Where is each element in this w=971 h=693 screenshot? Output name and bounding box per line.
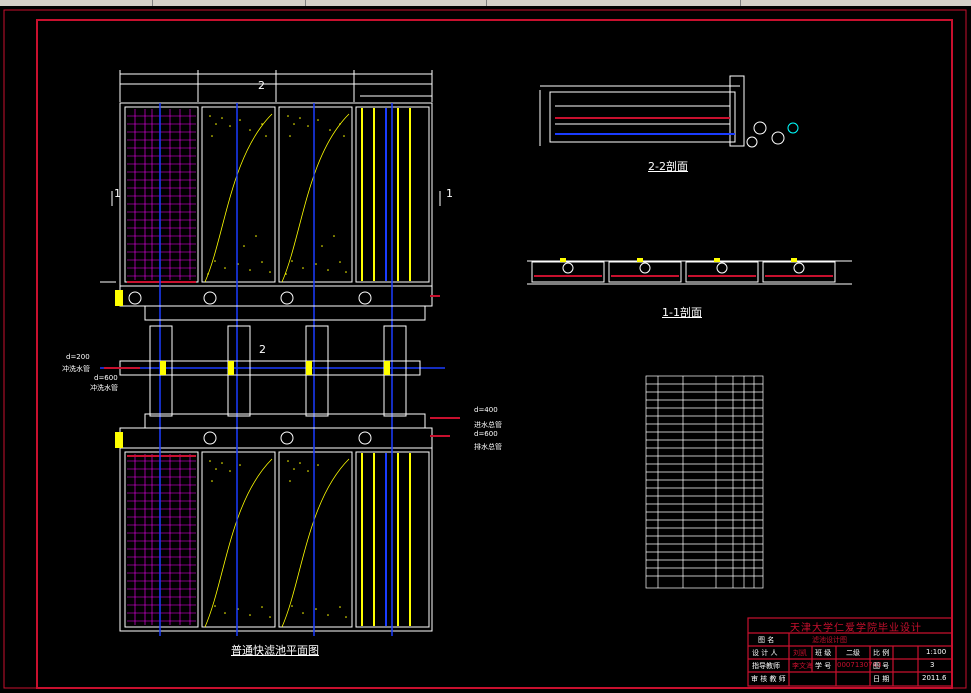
title-block-label: 比 例 (873, 649, 890, 657)
title-block-label: 学 号 (815, 662, 832, 670)
pipe-label: 冲洗水管 (90, 384, 118, 392)
title-block-school: 天津大学仁爱学院毕业设计 (790, 623, 922, 634)
red-pipes (104, 295, 460, 437)
toolbar-segment[interactable] (306, 0, 487, 6)
title-block-label: 班 级 (815, 649, 832, 657)
title-block-frame (747, 617, 953, 687)
drawing-svg (3, 9, 967, 689)
pipe-label: d=400 (474, 406, 498, 414)
underdrain-top (127, 109, 196, 280)
section-11 (527, 260, 852, 285)
section-22 (539, 75, 799, 148)
toolbar-segment[interactable] (0, 0, 153, 6)
title-block-label: 指导教师 (752, 662, 780, 670)
section-mark: 2 (258, 79, 265, 92)
pipe-label: 进水总管 (474, 421, 502, 429)
filter-columns (361, 108, 411, 626)
section-11-title: 1-1剖面 (662, 306, 702, 319)
title-block-value: 滤池设计图 (812, 636, 847, 644)
title-block-label: 日 期 (873, 675, 890, 683)
underdrain-bottom (127, 454, 196, 625)
cad-canvas[interactable]: 普通快滤池平面图 2-2剖面 1-1剖面 1 1 2 2 d=200 冲洗水管 … (0, 6, 971, 693)
equipment-table (645, 375, 764, 589)
title-block-label: 审 核 教 师 (751, 675, 786, 683)
section-mark: 1 (114, 187, 121, 200)
title-block-value: 0007130743 (837, 661, 882, 669)
title-block-label: 图 号 (873, 662, 890, 670)
title-block-value: 1:100 (926, 648, 947, 656)
title-block-value: 二级 (846, 649, 860, 657)
title-block-value: 刘凯 (793, 649, 807, 657)
pipe-label: d=600 (474, 430, 498, 438)
title-block-value: 3 (930, 661, 935, 669)
section-mark: 1 (446, 187, 453, 200)
toolbar-segment[interactable] (153, 0, 306, 6)
title-block-label: 图 名 (758, 636, 775, 644)
valves (115, 290, 390, 448)
inner-frame (36, 19, 953, 689)
pipe-label: 排水总管 (474, 443, 502, 451)
plan-title: 普通快滤池平面图 (231, 644, 319, 657)
section-22-title: 2-2剖面 (648, 160, 688, 173)
title-block-value: 李文海 (792, 662, 813, 670)
pipe-label: 冲洗水管 (62, 365, 90, 373)
outer-frame (3, 9, 967, 689)
media-curves (204, 113, 350, 628)
pipe-label: d=200 (66, 353, 90, 361)
toolbar (0, 0, 971, 6)
section-mark: 2 (259, 343, 266, 356)
toolbar-segment[interactable] (620, 0, 741, 6)
title-block-value: 2011.6 (922, 674, 947, 682)
title-block-label: 设 计 人 (752, 649, 778, 657)
pipe-label: d=600 (94, 374, 118, 382)
